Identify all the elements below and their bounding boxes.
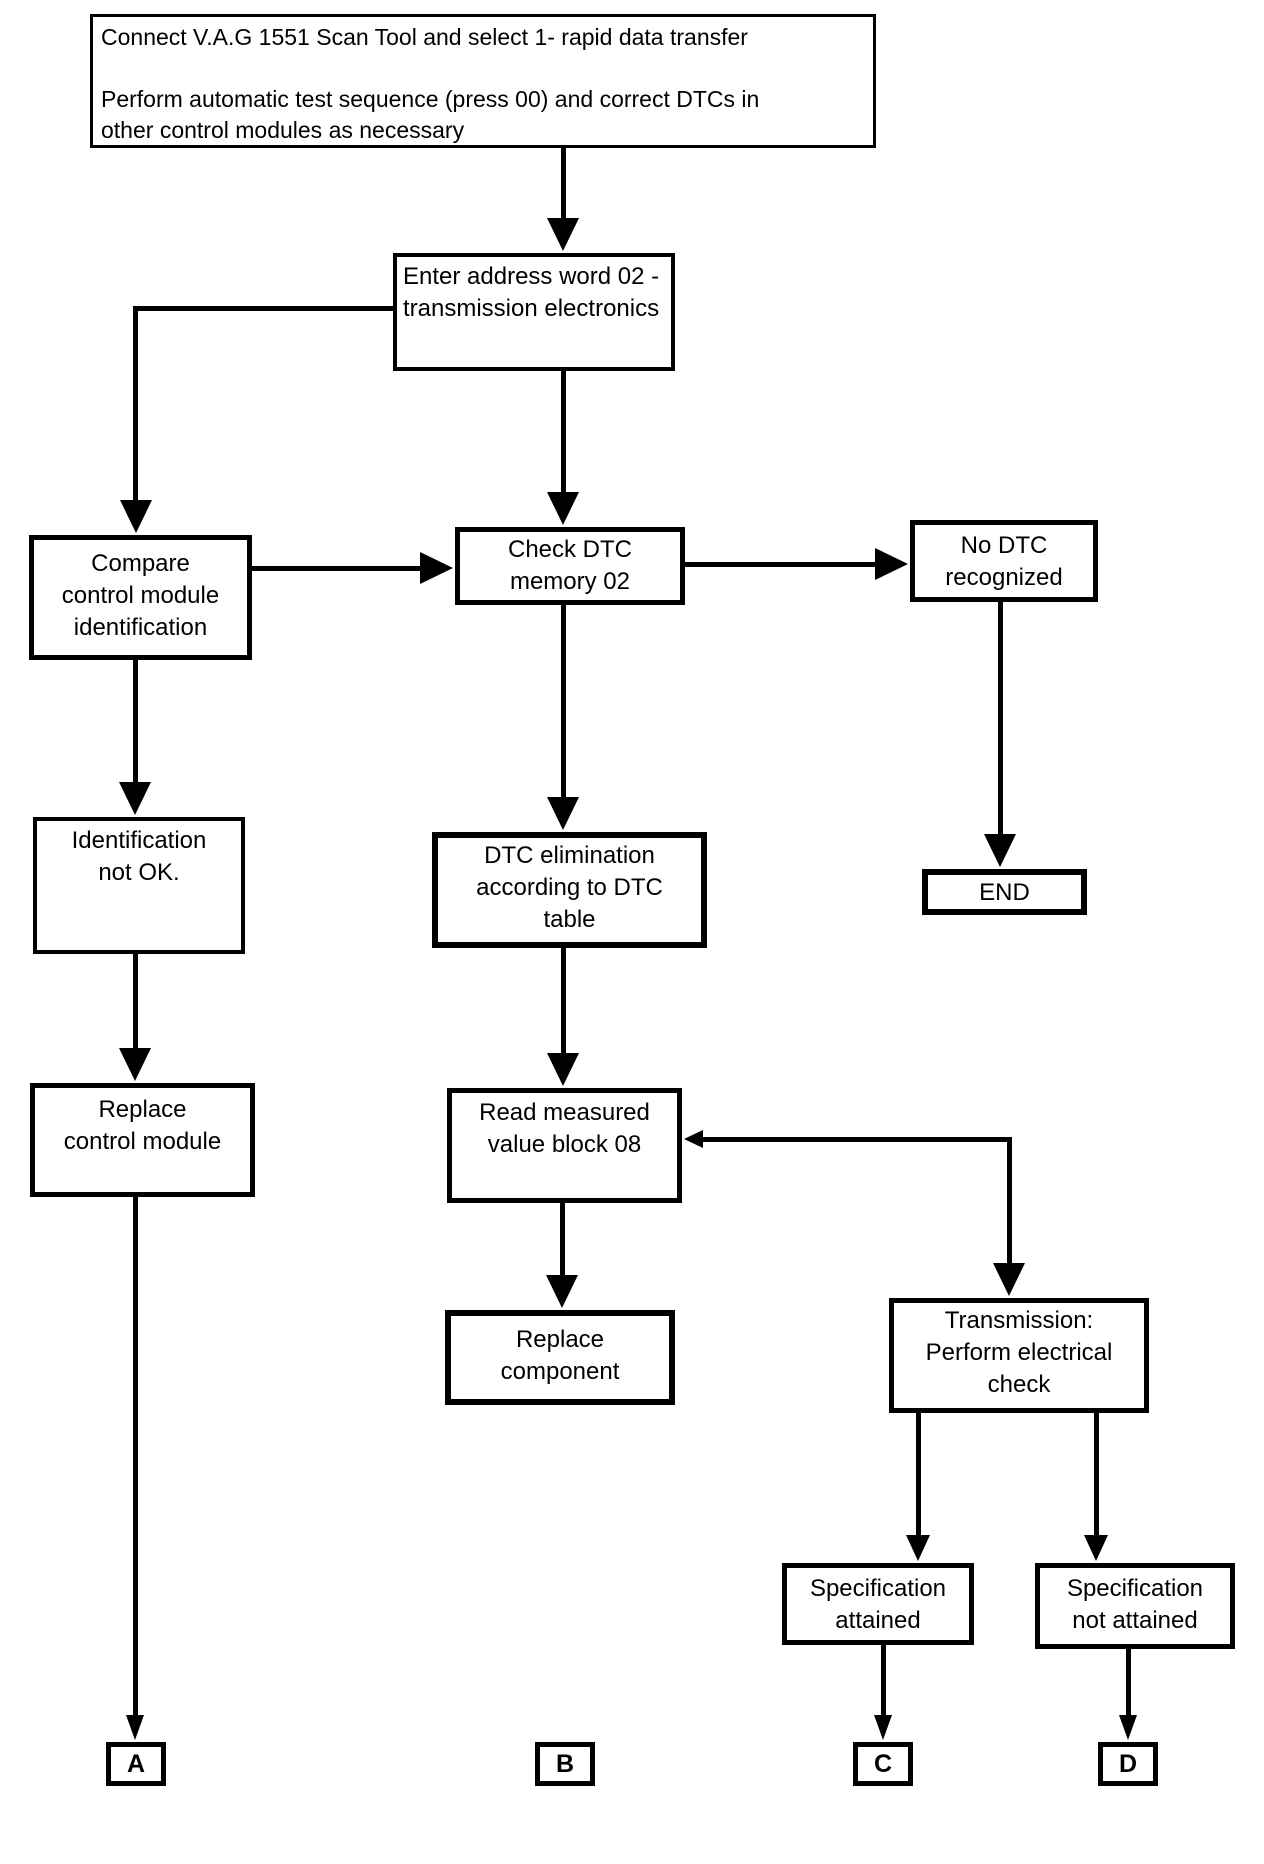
arrow-down-icon — [546, 1275, 578, 1308]
node-dtc-elimination: DTC elimination according to DTC table — [432, 832, 707, 948]
connector-ident-replacecm — [133, 954, 138, 1051]
arrow-down-icon — [547, 1053, 579, 1086]
node-text-line: Compare — [91, 550, 190, 577]
node-text-line: transmission electronics — [403, 295, 660, 322]
node-text-line: check — [987, 1371, 1051, 1398]
connector-enter-compare-h — [133, 306, 395, 311]
connector-trans-specnatt — [1094, 1413, 1099, 1535]
node-text-line: other control modules as necessary — [101, 117, 465, 143]
connector-read-trans-v — [1007, 1137, 1012, 1267]
node-text-line: value block 08 — [487, 1131, 642, 1158]
arrow-down-icon — [126, 1715, 144, 1740]
node-text-line: Perform automatic test sequence (press 0… — [101, 86, 760, 112]
node-text-line: recognized — [945, 564, 1063, 591]
connector-read-replacecomp — [560, 1203, 565, 1279]
node-text-line: attained — [835, 1607, 921, 1634]
node-text-line: not attained — [1072, 1607, 1198, 1634]
connector-trans-specatt — [916, 1413, 921, 1535]
connector-replacecm-a — [133, 1197, 138, 1717]
node-text-line: control module — [61, 582, 220, 609]
arrow-down-icon — [993, 1263, 1025, 1296]
arrow-left-icon — [684, 1130, 703, 1148]
connector-compare-ident — [133, 660, 138, 785]
connector-label-c: C — [853, 1742, 913, 1786]
connector-compare-checkdtc — [252, 566, 424, 571]
node-text-line — [101, 53, 865, 84]
node-text-line: control module — [63, 1128, 222, 1155]
arrow-down-icon — [120, 500, 152, 533]
arrow-down-icon — [547, 492, 579, 525]
node-text-line: Transmission: — [944, 1307, 1094, 1334]
connector-specatt-c — [881, 1645, 886, 1717]
arrow-down-icon — [547, 797, 579, 830]
connector-label-d: D — [1098, 1742, 1158, 1786]
node-text-line: Replace — [98, 1096, 187, 1123]
connector-label-a: A — [106, 1742, 166, 1786]
connector-dtcelim-read — [561, 948, 566, 1056]
node-text-line: No DTC — [960, 532, 1048, 559]
node-replace-control-module: Replace control module — [30, 1083, 255, 1197]
node-identification-not-ok: Identification not OK. — [33, 817, 245, 954]
connector-nodtc-end — [998, 600, 1003, 837]
node-check-dtc-memory: Check DTC memory 02 — [455, 527, 685, 605]
node-text-line: memory 02 — [509, 568, 631, 595]
node-specification-not-attained: Specification not attained — [1035, 1563, 1235, 1649]
node-text-line: Replace — [515, 1326, 605, 1353]
node-text-line: END — [979, 879, 1030, 906]
node-read-measured-value: Read measured value block 08 — [447, 1088, 682, 1203]
node-no-dtc-recognized: No DTC recognized — [910, 520, 1098, 602]
node-text-line: Identification — [71, 827, 207, 854]
connector-specnatt-d — [1126, 1649, 1131, 1717]
connector-enter-checkdtc — [561, 371, 566, 495]
node-text-line: Specification — [809, 1575, 947, 1602]
node-specification-attained: Specification attained — [782, 1563, 974, 1645]
node-text-line: Connect V.A.G 1551 Scan Tool and select … — [101, 24, 748, 50]
node-text-line: A — [126, 1750, 146, 1778]
node-text-line: DTC elimination — [484, 842, 655, 869]
node-text-line: component — [500, 1358, 620, 1385]
node-end: END — [922, 869, 1087, 915]
node-replace-component: Replace component — [445, 1310, 675, 1405]
node-text-line: Specification — [1066, 1575, 1204, 1602]
node-text-line: table — [543, 906, 596, 933]
node-text-line: Enter address word 02 - — [403, 263, 660, 290]
node-text-line: Check DTC — [507, 536, 633, 563]
connector-label-b: B — [535, 1742, 595, 1786]
node-connect-scan-tool: Connect V.A.G 1551 Scan Tool and select … — [90, 14, 876, 148]
node-text-line: according to DTC — [476, 874, 663, 901]
arrow-right-icon — [420, 552, 453, 584]
connector-connect-enter — [561, 146, 566, 220]
arrow-down-icon — [119, 1048, 151, 1081]
node-text-line: Read measured — [479, 1099, 650, 1126]
arrow-down-icon — [874, 1715, 892, 1740]
connector-read-trans-h — [700, 1137, 1012, 1142]
connector-checkdtc-dtcelim — [561, 605, 566, 801]
node-transmission-electrical-check: Transmission: Perform electrical check — [889, 1298, 1149, 1413]
arrow-down-icon — [984, 834, 1016, 867]
connector-checkdtc-nodtc — [685, 562, 880, 567]
node-text-line: Perform electrical — [925, 1339, 1113, 1366]
node-text-line: C — [873, 1750, 893, 1778]
connector-enter-compare-v — [133, 306, 138, 504]
node-text-line: B — [555, 1750, 575, 1778]
node-enter-address-word: Enter address word 02 - transmission ele… — [393, 253, 675, 371]
node-text-line: identification — [73, 614, 208, 641]
arrow-right-icon — [875, 548, 908, 580]
node-text-line: D — [1118, 1750, 1138, 1778]
arrow-down-icon — [1119, 1715, 1137, 1740]
node-text-line: not OK. — [98, 859, 180, 886]
arrow-down-icon — [119, 782, 151, 815]
arrow-down-icon — [547, 218, 579, 251]
arrow-down-icon — [906, 1535, 930, 1561]
arrow-down-icon — [1084, 1535, 1108, 1561]
node-compare-identification: Compare control module identification — [29, 535, 252, 660]
